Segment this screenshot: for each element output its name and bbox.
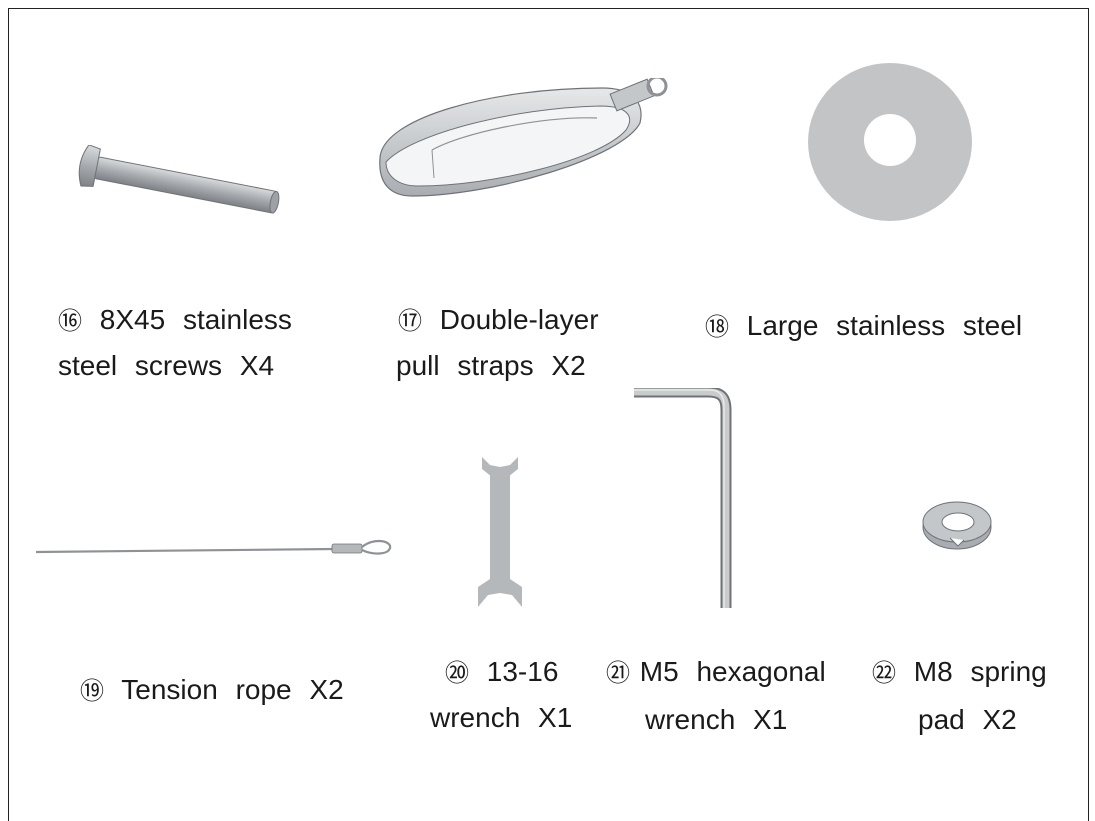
hex-key-icon [634, 388, 732, 608]
part-22-number: ㉒ [872, 659, 896, 687]
part-19-number: ⑲ [80, 677, 104, 705]
part-17-label-line2: pull straps X2 [396, 350, 586, 381]
part-18-line1: Large stainless steel [746, 310, 1023, 341]
part-22-label-line2: pad X2 [918, 704, 1017, 735]
part-21-line1: M5 hexagonal [639, 656, 826, 687]
part-17-number: ⑰ [398, 307, 422, 335]
part-22-line1: M8 spring [913, 656, 1047, 687]
part-21-label-line2: wrench X1 [645, 704, 788, 735]
part-20-label-line2: wrench X1 [430, 702, 573, 733]
open-end-wrench-icon [478, 457, 522, 607]
part-17-label: ⑰ Double-layer [398, 300, 599, 341]
part-17-line1: Double-layer [439, 304, 599, 335]
washer-icon [808, 63, 972, 221]
part-20-line1: 13-16 [486, 656, 559, 687]
part-21-number: ㉑ [606, 659, 630, 687]
screw-icon [78, 145, 280, 214]
part-19-label: ⑲ Tension rope X2 [80, 670, 390, 711]
part-20-label: ⑳ 13-16 [445, 652, 558, 693]
part-16-label: ⑯ 8X45 stainless [58, 300, 292, 341]
part-21-label: ㉑ M5 hexagonal [606, 652, 826, 693]
part-16-number: ⑯ [58, 307, 82, 335]
part-19-line1: Tension rope X2 [121, 674, 344, 705]
pull-strap-icon [379, 78, 668, 197]
part-18-number: ⑱ [705, 313, 729, 341]
part-18-label: ⑱ Large stainless steel [705, 306, 1022, 347]
part-22-label: ㉒ M8 spring [872, 652, 1047, 693]
part-16-line1: 8X45 stainless [99, 304, 292, 335]
tension-rope-icon [35, 539, 392, 555]
part-20-number: ⑳ [445, 659, 469, 687]
part-16-label-line2: steel screws X4 [58, 350, 275, 381]
document-frame [8, 8, 1089, 821]
spring-washer-icon [922, 501, 992, 550]
